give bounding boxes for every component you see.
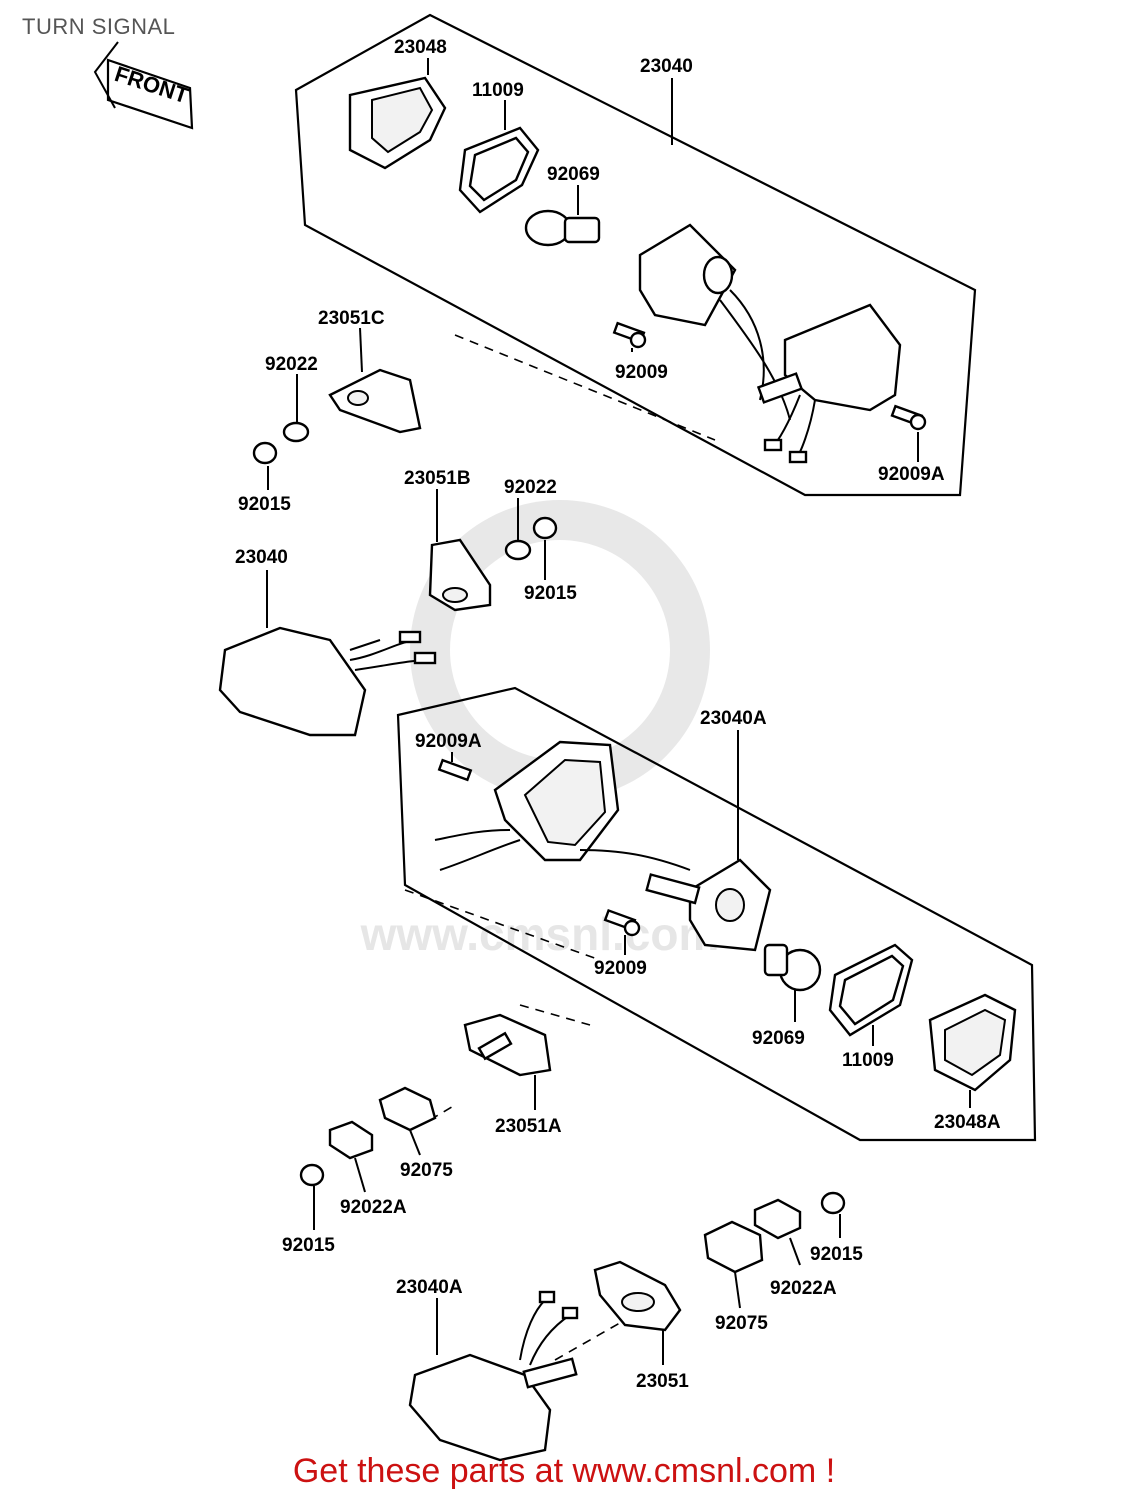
lower-assembly-box xyxy=(396,686,1037,1142)
label-23040a-bottom: 23040A xyxy=(396,1277,463,1298)
stay-23051 xyxy=(593,1260,682,1332)
label-23051: 23051 xyxy=(636,1371,689,1392)
front-label: FRONT xyxy=(112,61,192,108)
stay-23051c xyxy=(328,368,422,434)
nut-92015-low-right xyxy=(820,1191,846,1215)
label-11009-mid: 11009 xyxy=(842,1050,894,1071)
label-92069-top: 92069 xyxy=(547,164,600,185)
label-92022a-right: 92022A xyxy=(770,1278,837,1299)
washer-92022a-right xyxy=(753,1198,802,1240)
label-92015-low-left: 92015 xyxy=(282,1235,335,1256)
label-23040-top: 23040 xyxy=(640,56,693,77)
label-92075-right: 92075 xyxy=(715,1313,768,1334)
lens-23048a xyxy=(928,993,1017,1092)
gasket-11009-top xyxy=(458,126,540,214)
screw-92009-mid xyxy=(603,908,641,937)
stay-23051a xyxy=(463,1013,552,1077)
label-23040a-box: 23040A xyxy=(700,708,767,729)
label-92022-mid: 92022 xyxy=(504,477,557,498)
label-92022a-left: 92022A xyxy=(340,1197,407,1218)
watermark-text: www.cmsnl.com xyxy=(360,908,720,960)
washer-92022a-left xyxy=(328,1120,374,1160)
guide-line xyxy=(519,1004,591,1026)
stay-23051b xyxy=(428,538,492,612)
screw-92009a-mid xyxy=(437,758,473,782)
label-92069-mid: 92069 xyxy=(752,1028,805,1049)
lens-23048 xyxy=(348,76,447,170)
label-92009-top: 92009 xyxy=(615,362,668,383)
label-92009a-top: 92009A xyxy=(878,464,945,485)
label-23048a: 23048A xyxy=(934,1112,1001,1133)
gasket-11009-mid xyxy=(828,943,914,1037)
socket-housing-top xyxy=(638,223,791,421)
label-23051c: 23051C xyxy=(318,308,385,329)
grommet-92075-right xyxy=(703,1220,764,1274)
signal-housing-lower-box xyxy=(434,740,691,871)
signal-housing-23040a-bottom xyxy=(408,1290,579,1462)
label-23051a: 23051A xyxy=(495,1116,562,1137)
label-23051b: 23051B xyxy=(404,468,471,489)
washer-92022-mid xyxy=(504,539,532,561)
guide-line xyxy=(404,889,601,961)
nut-92015-left xyxy=(252,441,278,465)
label-23048: 23048 xyxy=(394,37,447,58)
washer-92022-left xyxy=(282,421,310,443)
label-92015-mid: 92015 xyxy=(524,583,577,604)
label-92015-left: 92015 xyxy=(238,494,291,515)
screw-92009a-top xyxy=(890,404,927,431)
bulb-92069-top xyxy=(524,209,601,247)
signal-housing-23040-left xyxy=(218,626,437,737)
footer-parts-link[interactable]: Get these parts at www.cmsnl.com ! xyxy=(292,1452,836,1490)
label-92009a-mid: 92009A xyxy=(415,731,482,752)
screw-92009-top xyxy=(612,321,647,349)
label-92015-low-right: 92015 xyxy=(810,1244,863,1265)
socket-housing-lower xyxy=(645,858,772,952)
signal-housing-top xyxy=(756,303,902,464)
label-92075-left: 92075 xyxy=(400,1160,453,1181)
grommet-92075-left xyxy=(378,1086,437,1132)
label-23040-mid: 23040 xyxy=(235,547,288,568)
watermark-logo: www.cmsnl.com xyxy=(360,500,720,960)
label-11009-top: 11009 xyxy=(472,80,524,101)
upper-assembly-box xyxy=(294,13,977,497)
bulb-92069-mid xyxy=(763,943,822,992)
leader-lines xyxy=(266,58,971,1365)
nut-92015-mid xyxy=(532,516,558,540)
label-92022-left: 92022 xyxy=(265,354,318,375)
label-92009-mid: 92009 xyxy=(594,958,647,979)
nut-92015-low-left xyxy=(299,1163,325,1187)
page-title: TURN SIGNAL xyxy=(22,14,176,39)
front-direction-sign: FRONT xyxy=(93,41,194,130)
